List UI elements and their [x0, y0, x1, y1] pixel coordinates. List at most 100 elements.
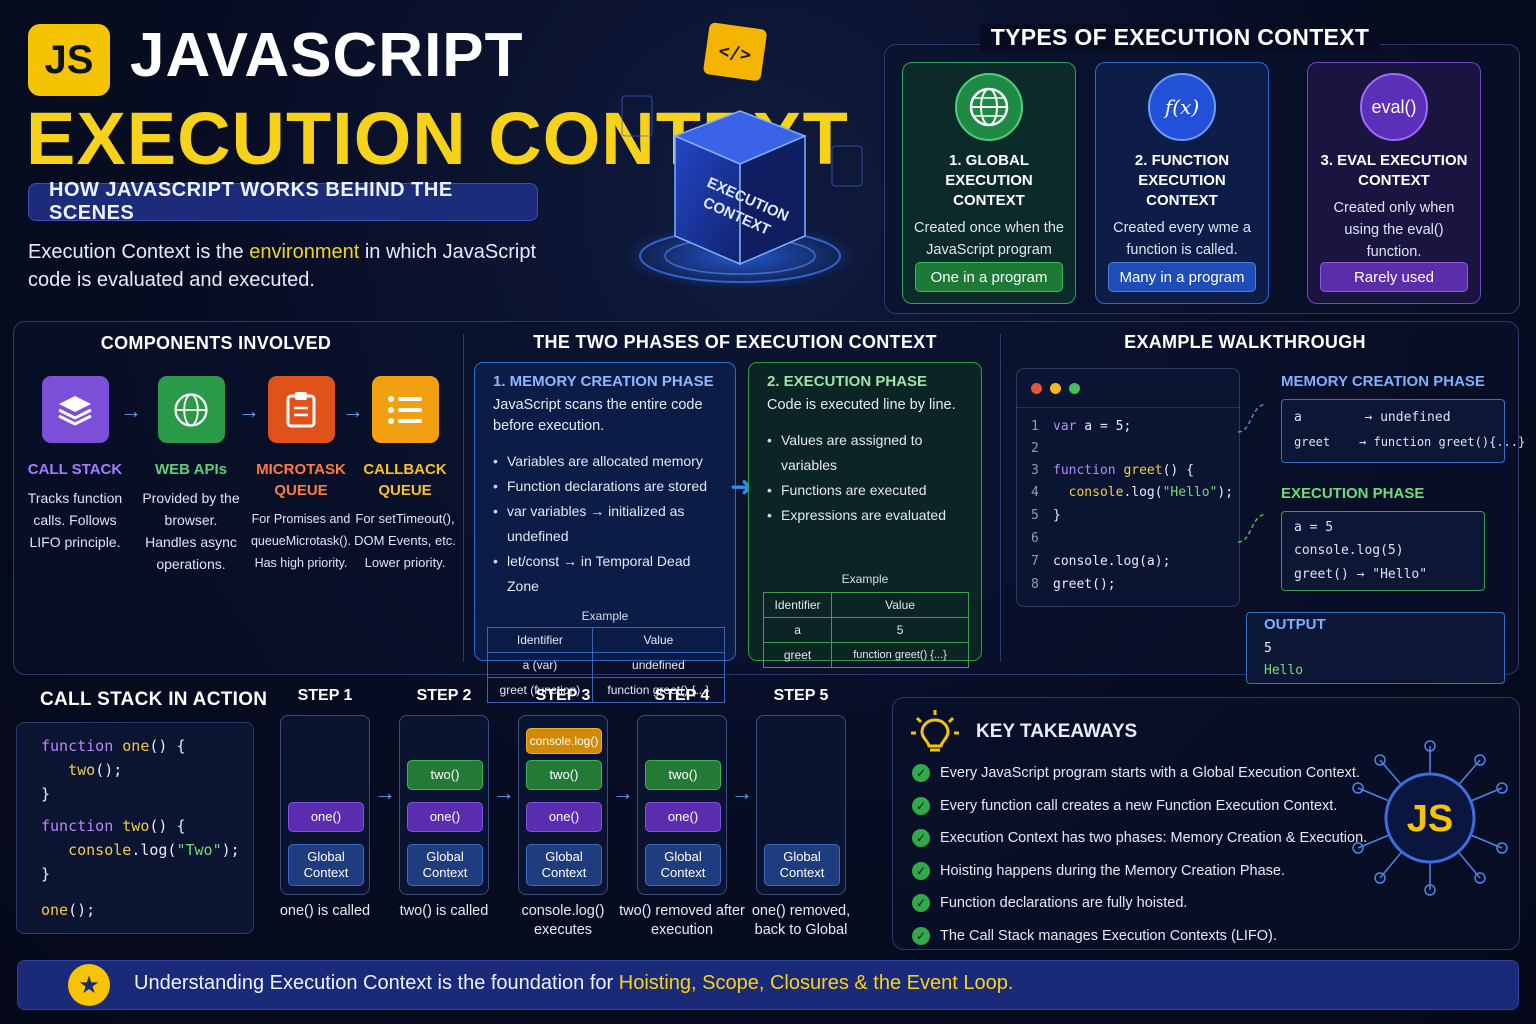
code-line: function two() {	[41, 817, 186, 835]
types-title: TYPES OF EXECUTION CONTEXT	[980, 24, 1380, 51]
check-icon: ✓	[912, 926, 930, 945]
takeaway-item: ✓ Every JavaScript program starts with a …	[912, 764, 1360, 782]
maximize-dot-icon	[1069, 383, 1080, 394]
step-title: STEP 3	[535, 687, 591, 704]
step-title: STEP 5	[773, 687, 829, 704]
type-name: 1. GLOBAL EXECUTION CONTEXT	[945, 152, 1033, 209]
type-card-global: 1. GLOBAL EXECUTION CONTEXT Created once…	[902, 62, 1076, 304]
takeaway-text: Execution Context has two phases: Memory…	[940, 830, 1368, 846]
arrow-right-icon: →	[120, 398, 142, 423]
type-desc: Created every wme a function is called.	[1113, 220, 1251, 258]
table-header: Identifier	[762, 592, 833, 618]
code-token: () {	[1162, 463, 1194, 478]
frame-global-context: Global Context	[764, 844, 840, 886]
code-line: two();	[41, 761, 122, 779]
step-caption: one() removed, back to Global	[751, 903, 851, 938]
stack-frame: one()	[407, 802, 483, 832]
line-number: 4	[1031, 485, 1039, 500]
divider	[1000, 334, 1001, 662]
step-title: STEP 1	[297, 687, 353, 704]
code-token	[41, 761, 68, 779]
arrow-right-icon: →	[612, 780, 634, 805]
code-token: two	[122, 817, 150, 835]
code-token: var	[1053, 419, 1077, 434]
code-token: a = 5;	[1076, 419, 1132, 434]
component-desc: For Promises and queueMicrotask(). Has h…	[250, 512, 352, 570]
type-name: 2. FUNCTION EXECUTION CONTEXT	[1134, 152, 1230, 209]
js-logo: JS	[28, 24, 110, 96]
stack-frame: console.log()	[526, 728, 602, 754]
takeaway-text: Every function call creates a new Functi…	[940, 797, 1338, 814]
code-token: one	[41, 901, 69, 919]
stack-frame: one()	[645, 802, 721, 832]
example-label: Example	[841, 572, 889, 586]
type-desc: Created only when using the eval() funct…	[1333, 200, 1455, 260]
code-token: two	[68, 761, 96, 779]
component-name: CALLBACK QUEUE	[363, 461, 447, 499]
subtitle-text: HOW JAVASCRIPT WORKS BEHIND THE SCENES	[49, 179, 453, 224]
arrow-right-icon: ➜	[730, 471, 754, 502]
stack-box: Global Context	[756, 715, 846, 895]
output-label: OUTPUT	[1264, 616, 1326, 633]
takeaway-item: ✓Function declarations are fully hoisted…	[912, 894, 1187, 912]
table-cell: greet (function)	[487, 677, 593, 703]
check-icon: ✓	[912, 764, 930, 782]
takeaway-item: ✓Execution Context has two phases: Memor…	[912, 829, 1367, 847]
code-token	[41, 841, 68, 859]
step-caption: one() is called	[279, 903, 371, 919]
code-line: 5}	[1031, 506, 1061, 526]
takeaway-text: Every JavaScript program starts with a G…	[940, 765, 1360, 781]
table-cell: 5	[831, 617, 969, 643]
code-line: console.log("Two");	[41, 841, 240, 859]
takeaway-text: Hoisting happens during the Memory Creat…	[940, 862, 1285, 879]
banner-highlight: Hoisting, Scope, Closures & the Event Lo…	[618, 972, 1014, 994]
code-token: ();	[95, 761, 123, 779]
cube-illustration: EXECUTION CONTEXT </>	[600, 16, 880, 306]
code-token: function	[41, 817, 114, 835]
table-cell: a (var)	[487, 652, 593, 678]
memory-phase-card: 1. MEMORY CREATION PHASE JavaScript scan…	[474, 362, 736, 703]
step-title: STEP 2	[416, 687, 472, 704]
line-number: 1	[1031, 419, 1039, 434]
exec-line: greet() → "Hello"	[1294, 567, 1428, 582]
type-pill: Rarely used	[1320, 262, 1468, 292]
phases-title: THE TWO PHASES OF EXECUTION CONTEXT	[533, 332, 937, 352]
memory-phase-label: MEMORY CREATION PHASE	[1281, 373, 1485, 390]
layers-icon	[41, 376, 109, 443]
exec-line: a = 5	[1294, 520, 1334, 535]
phase-desc: Code is executed line by line.	[767, 397, 956, 413]
type-name: 3. EVAL EXECUTION CONTEXT	[1320, 152, 1468, 189]
line-number: 3	[1031, 463, 1039, 478]
type-card-eval: eval() 3. EVAL EXECUTION CONTEXT Created…	[1307, 62, 1481, 304]
code-line: one();	[41, 901, 95, 919]
eval-icon: eval()	[1360, 73, 1428, 141]
phase-bullets: Values are assigned to variables Functio…	[767, 428, 963, 528]
output-box: OUTPUT 5 Hello	[1246, 612, 1505, 684]
frame-global-context: Global Context	[288, 844, 364, 886]
minimize-dot-icon	[1050, 383, 1061, 394]
intro-after: in which JavaScript code is evaluated an…	[28, 241, 537, 291]
code-token: console.log(a);	[1053, 554, 1171, 569]
table-row: greet (function)function greet() {...}	[487, 677, 726, 703]
table-cell: a	[762, 617, 833, 643]
code-token: () {	[149, 817, 186, 835]
code-line: 1 var a = 5;	[1031, 417, 1131, 437]
step-caption: two() removed after execution	[619, 903, 745, 938]
banner-text: Understanding Execution Context is the f…	[134, 972, 1013, 995]
intro-before: Execution Context is the	[28, 241, 250, 263]
type-card-function: f(x) 2. FUNCTION EXECUTION CONTEXT Creat…	[1095, 62, 1269, 304]
globe-icon	[157, 376, 225, 443]
code-token: greet	[1123, 463, 1163, 478]
intro-text: Execution Context is the environment in …	[28, 238, 568, 294]
code-token: }	[41, 865, 51, 883]
code-line: 6	[1031, 529, 1053, 549]
takeaway-item: ✓Every function call creates a new Funct…	[912, 796, 1338, 815]
memory-line: greet → function greet(){...}	[1294, 435, 1526, 449]
